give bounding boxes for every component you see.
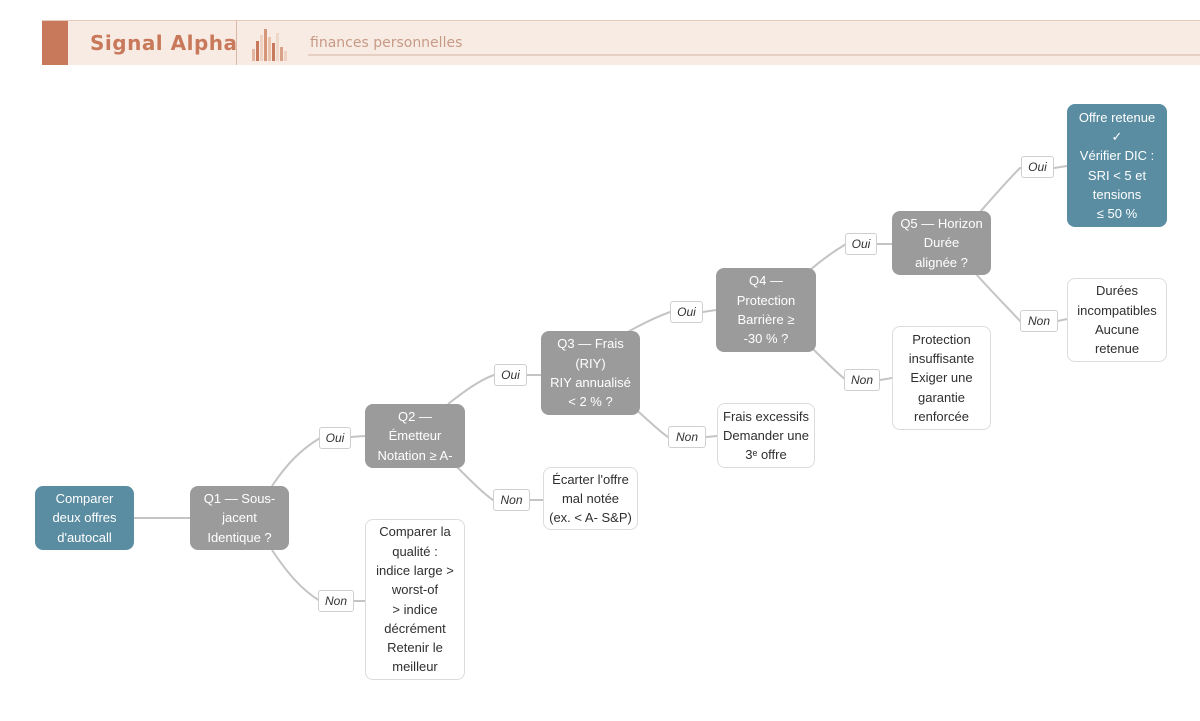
q2-node[interactable]: Q2 — Émetteur Notation ≥ A-	[365, 404, 465, 468]
q1-non-outcome-text: Comparer la qualité : indice large > wor…	[376, 524, 454, 675]
q3-non-outcome-node[interactable]: Frais excessifs Demander une 3ᵉ offre	[717, 403, 815, 468]
q2-node-text: Q2 — Émetteur Notation ≥ A-	[377, 409, 453, 463]
header-accent-bar	[42, 21, 68, 65]
edge-label-q1-oui: Oui	[319, 427, 351, 449]
header-subtitle: finances personnelles	[310, 35, 463, 51]
edge-label-q4-oui: Oui	[845, 233, 877, 255]
brand-title[interactable]: Signal Alpha	[90, 31, 238, 55]
edge-q5-oui	[979, 165, 1068, 213]
q4-non-outcome-node[interactable]: Protection insuffisante Exiger une garan…	[892, 326, 991, 430]
edge-label-q3-non: Non	[668, 426, 706, 448]
bar-chart-logo-icon	[252, 29, 287, 61]
edge-q5-non	[975, 273, 1068, 322]
q5-non-outcome-text: Durées incompatibles Aucune retenue	[1077, 283, 1157, 357]
edge-label-q2-oui: Oui	[494, 364, 527, 386]
q5-node-text: Q5 — Horizon Durée alignée ?	[900, 216, 983, 270]
edge-label-q4-non: Non	[844, 369, 880, 391]
q4-non-outcome-text: Protection insuffisante Exiger une garan…	[908, 331, 975, 424]
q1-node[interactable]: Q1 — Sous- jacent Identique ?	[190, 486, 289, 550]
q5-non-outcome-node[interactable]: Durées incompatibles Aucune retenue	[1067, 278, 1167, 362]
q1-node-text: Q1 — Sous- jacent Identique ?	[203, 491, 276, 545]
edge-label-q3-oui: Oui	[670, 301, 703, 323]
final-outcome-node[interactable]: Offre retenue ✓ Vérifier DIC : SRI < 5 e…	[1067, 104, 1167, 227]
edge-label-q5-oui: Oui	[1021, 156, 1054, 178]
edge-label-q5-non: Non	[1020, 310, 1058, 332]
header-banner: Signal Alpha finances personnelles	[42, 20, 1200, 65]
q3-non-outcome-text: Frais excessifs Demander une 3ᵉ offre	[723, 408, 809, 463]
edge-label-q2-non: Non	[493, 489, 530, 511]
q2-non-outcome-text: Écarter l'offre mal notée (ex. < A- S&P)	[549, 471, 632, 526]
q2-non-outcome-node[interactable]: Écarter l'offre mal notée (ex. < A- S&P)	[543, 467, 638, 530]
q4-node-text: Q4 — Protection Barrière ≥ -30 % ?	[736, 273, 796, 347]
q3-node[interactable]: Q3 — Frais (RIY) RIY annualisé < 2 % ?	[541, 331, 640, 415]
start-node-text: Comparer deux offres d'autocall	[52, 491, 117, 545]
header-divider	[236, 21, 237, 65]
start-node[interactable]: Comparer deux offres d'autocall	[35, 486, 134, 550]
q4-node[interactable]: Q4 — Protection Barrière ≥ -30 % ?	[716, 268, 816, 352]
edge-label-q1-non: Non	[318, 590, 354, 612]
final-outcome-text: Offre retenue ✓ Vérifier DIC : SRI < 5 e…	[1078, 109, 1156, 222]
q1-non-outcome-node[interactable]: Comparer la qualité : indice large > wor…	[365, 519, 465, 680]
q3-node-text: Q3 — Frais (RIY) RIY annualisé < 2 % ?	[550, 336, 631, 410]
header-underline	[308, 54, 1200, 56]
q5-node[interactable]: Q5 — Horizon Durée alignée ?	[892, 211, 991, 275]
